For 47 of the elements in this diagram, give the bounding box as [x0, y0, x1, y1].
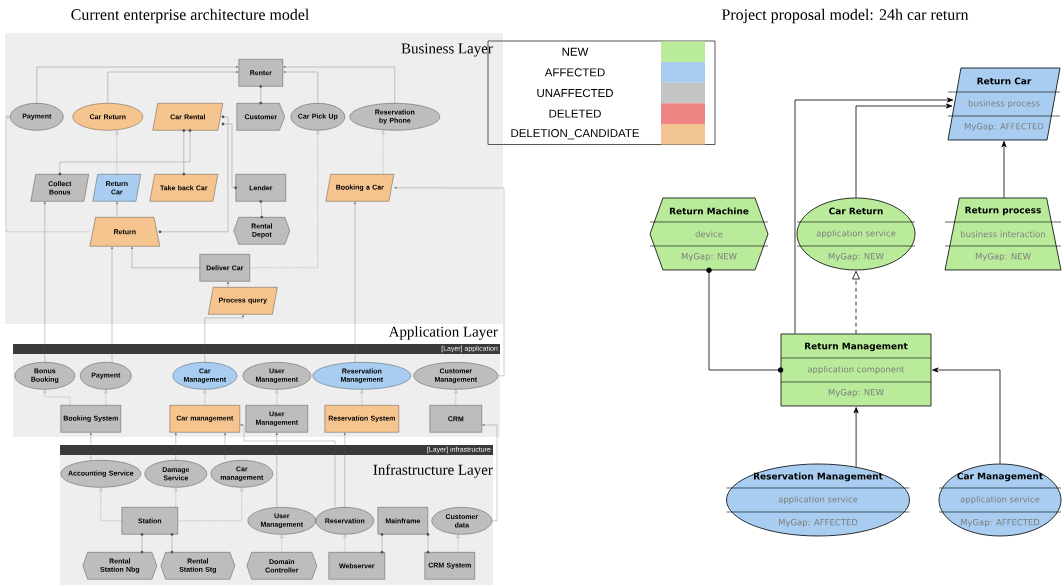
arrow	[43, 201, 46, 363]
device-hexagon: Return Machine device MyGap: NEW	[649, 197, 769, 271]
arrow	[5, 115, 90, 232]
assignment-connector	[58, 129, 192, 176]
arrow	[174, 487, 178, 508]
arrow	[177, 487, 244, 521]
legend-label: UNAFFECTED	[537, 88, 613, 98]
arrow	[131, 246, 200, 268]
arrow	[89, 432, 92, 461]
process-parallelogram: Return Car business process MyGap: AFFECTED	[947, 67, 1061, 141]
arrow	[1001, 140, 1007, 199]
arrow	[855, 103, 953, 198]
arrow	[852, 271, 860, 334]
arrow	[174, 432, 177, 461]
arrow	[394, 186, 505, 376]
arrow	[204, 314, 244, 363]
assignment-connector	[259, 200, 264, 219]
assignment-connector	[182, 129, 186, 176]
arrow	[794, 97, 954, 334]
arrow	[240, 424, 336, 508]
legend-label: NEW	[562, 47, 589, 56]
legend-label: DELETION_CANDIDATE	[511, 129, 639, 140]
arrow	[36, 66, 239, 104]
arrow	[343, 432, 346, 508]
assignment-connector	[426, 533, 430, 554]
panel-title: Current enterprise architecture model	[71, 8, 309, 24]
interaction-trapezoid: Return process business interaction MyGap: NEW	[944, 197, 1062, 271]
node-label: Application Layer	[388, 326, 498, 340]
assignment-connector	[380, 533, 384, 554]
assignment-connector	[158, 115, 229, 234]
arrow	[283, 66, 395, 104]
arrow	[275, 432, 278, 508]
arrow	[853, 407, 859, 468]
assignment-connector	[706, 267, 784, 373]
legend-label: AFFECTED	[544, 68, 605, 77]
arrow	[482, 424, 498, 521]
legend-label: DELETED	[549, 109, 601, 118]
arrow	[249, 130, 320, 268]
assignment-connector	[221, 122, 238, 190]
arrow	[99, 487, 122, 521]
assignment-connector	[259, 85, 263, 105]
arrow	[283, 71, 318, 104]
arrow	[932, 367, 1001, 464]
arrow	[43, 389, 71, 406]
arrow	[107, 71, 239, 104]
component-box: Return Management application component MyGap: NEW	[780, 333, 932, 407]
panel-title: Project proposal model: 24h car return	[721, 8, 969, 24]
